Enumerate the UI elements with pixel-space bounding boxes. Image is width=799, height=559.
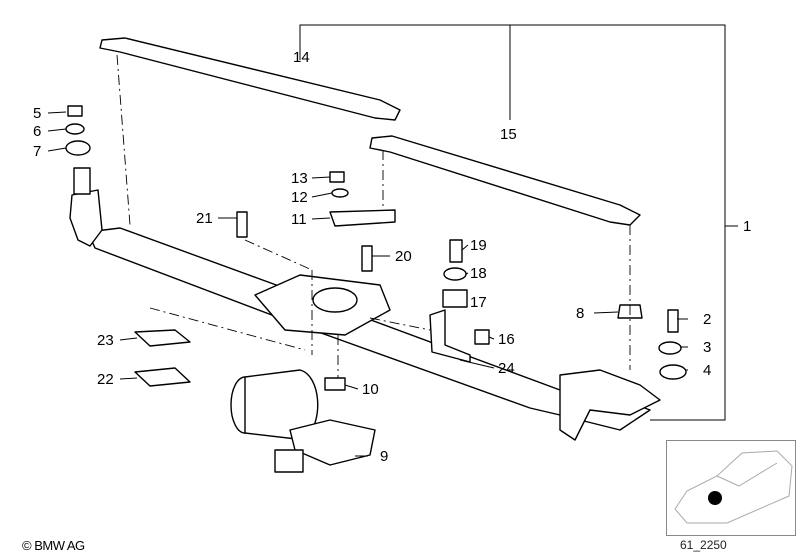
copyright-notice: © BMW AG [22, 538, 85, 553]
part-label-4: 4 [703, 362, 711, 379]
part-label-11: 11 [291, 211, 307, 228]
part-label-17: 17 [470, 294, 487, 311]
leader-line-19 [461, 244, 469, 251]
part-label-21: 21 [196, 210, 213, 227]
leader-line-24 [459, 359, 495, 369]
part-label-2: 2 [703, 311, 711, 328]
part-label-1: 1 [743, 218, 751, 235]
part-label-14: 14 [293, 49, 310, 66]
part-label-20: 20 [395, 248, 412, 265]
part-label-6: 6 [33, 123, 41, 140]
link-rod-14 [99, 37, 401, 121]
car-outline-icon [674, 450, 793, 524]
part-label-16: 16 [498, 331, 515, 348]
leader-line-13 [311, 176, 331, 179]
left-pivot [69, 189, 103, 247]
part-label-12: 12 [291, 189, 308, 206]
part-label-13: 13 [291, 170, 308, 187]
leader-line-16 [488, 336, 495, 340]
link-rod-15 [369, 135, 641, 226]
part-label-23: 23 [97, 332, 114, 349]
wiper-frame-tube [87, 227, 651, 431]
leader-line-6 [47, 128, 67, 132]
small-parts [65, 105, 687, 391]
leader-line-22 [119, 377, 138, 380]
leader-line-7 [47, 147, 67, 152]
part-label-15: 15 [500, 126, 517, 143]
part-label-22: 22 [97, 371, 114, 388]
leader-line-18 [465, 272, 469, 275]
leader-line-23 [119, 337, 138, 341]
leader-line-11 [311, 217, 331, 220]
part-label-10: 10 [362, 381, 379, 398]
part-label-8: 8 [576, 305, 584, 322]
leader-line-12 [311, 192, 333, 198]
car-location-thumbnail [666, 440, 796, 536]
grouping-brackets [299, 24, 738, 421]
part-label-3: 3 [703, 339, 711, 356]
part-label-19: 19 [470, 237, 487, 254]
wiper-motor-9 [230, 369, 376, 473]
leader-line-10 [344, 384, 359, 390]
part-label-7: 7 [33, 143, 41, 160]
leader-line-8 [593, 311, 619, 314]
reference-code: 61_2250 [680, 538, 727, 552]
location-marker [708, 491, 722, 505]
part-label-24: 24 [498, 360, 515, 377]
right-pivot [559, 369, 661, 441]
leader-line-5 [47, 111, 67, 114]
part-label-18: 18 [470, 265, 487, 282]
part-label-9: 9 [380, 448, 388, 465]
part-label-5: 5 [33, 105, 41, 122]
assembly-guide-lines [116, 54, 631, 378]
